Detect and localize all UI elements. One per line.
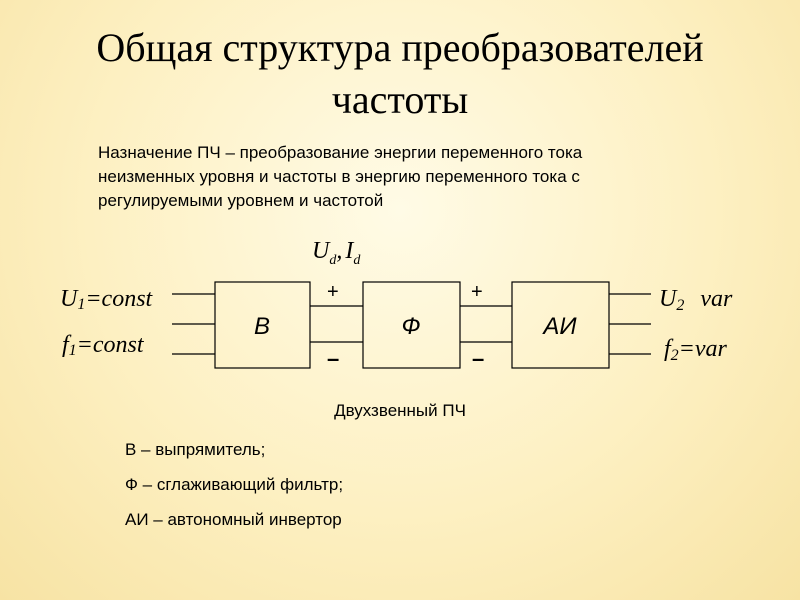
filter-block xyxy=(362,281,461,369)
legend-inverter: АИ – автономный инвертор xyxy=(125,510,342,529)
purpose-line-1: Назначение ПЧ – преобразование энергии п… xyxy=(98,143,583,162)
title-line-2: частоты xyxy=(331,77,469,122)
dc-link-label: Ud,Id xyxy=(312,238,361,268)
inverter-label: АИ xyxy=(541,313,577,340)
legend-rectifier: В – выпрямитель; xyxy=(125,440,266,459)
minus-sign-1: – xyxy=(327,346,339,371)
filter-label: Ф xyxy=(401,313,420,340)
rectifier-block xyxy=(214,281,311,369)
output-frequency-label: f2=var xyxy=(664,336,728,364)
plus-sign-1: + xyxy=(327,281,339,303)
input-frequency-label: f1=const xyxy=(62,332,145,359)
rectifier-label: В xyxy=(254,313,270,340)
title-line-1: Общая структура преобразователей xyxy=(96,25,704,70)
input-voltage-label: U1=const xyxy=(60,286,154,313)
plus-sign-2: + xyxy=(471,281,483,303)
purpose-line-2: неизменных уровня и частоты в энергию пе… xyxy=(98,167,580,186)
purpose-text: Назначение ПЧ – преобразование энергии п… xyxy=(98,141,738,213)
legend-filter: Ф – сглаживающий фильтр; xyxy=(125,475,344,494)
diagram-caption: Двухзвенный ПЧ xyxy=(334,401,466,420)
page-title: Общая структура преобразователей частоты xyxy=(0,22,800,126)
minus-sign-2: – xyxy=(472,346,484,371)
purpose-line-3: регулируемыми уровнем и частотой xyxy=(98,191,384,210)
inverter-block xyxy=(511,281,610,369)
